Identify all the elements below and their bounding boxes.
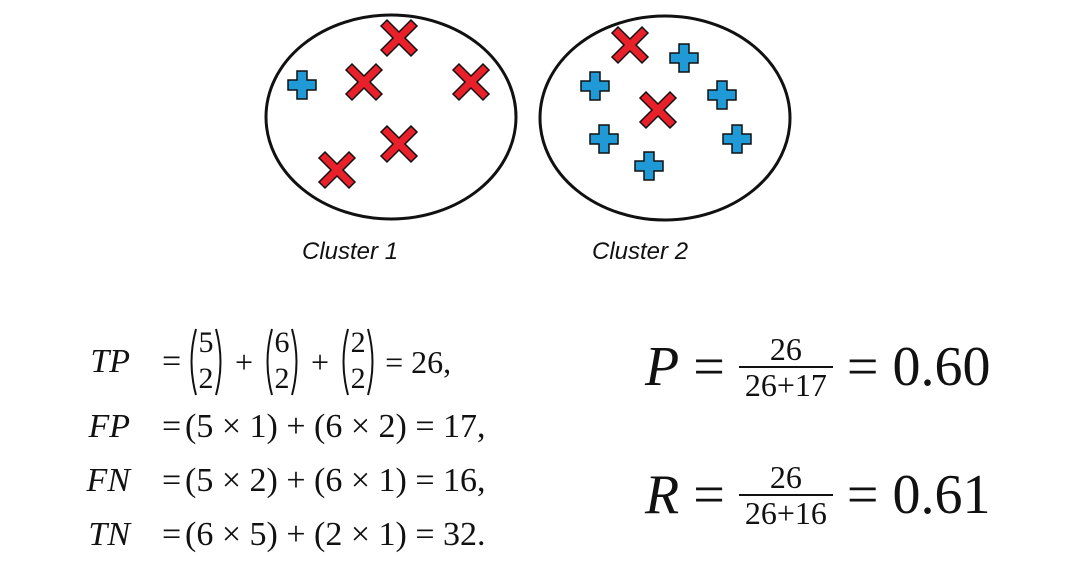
cluster-diagram: [264, 13, 792, 222]
cluster-1-cross-point: [318, 151, 356, 189]
tn-equals: =: [162, 516, 182, 553]
binomial-5-2: 5 2: [187, 327, 225, 397]
fp-equals: =: [162, 408, 182, 445]
cluster-2-plus-point: [634, 151, 664, 181]
binomial-2-2: 2 2: [339, 327, 377, 397]
cluster-1-plus-point: [287, 70, 317, 100]
cluster-1-label: Cluster 1: [302, 238, 399, 265]
cluster-2-plus-point: [722, 124, 752, 154]
cluster-1-cross-point: [452, 63, 490, 101]
recall-result: = 0.61: [846, 464, 991, 527]
tp-symbol: TP: [90, 343, 130, 380]
fp-symbol: FP: [88, 408, 130, 445]
cluster-2-cross-point: [639, 91, 677, 129]
cluster-2-plus-point: [580, 71, 610, 101]
cluster-2-cross-point: [611, 26, 649, 64]
recall-symbol: R: [645, 464, 680, 527]
recall-denominator: 26+16: [738, 494, 833, 530]
cluster-2-plus-point: [707, 80, 737, 110]
fn-symbol: FN: [86, 462, 130, 499]
binomial-bottom: 2: [350, 362, 366, 395]
cluster-1-boundary: [264, 13, 518, 221]
fn-equals: =: [162, 462, 182, 499]
precision-denominator: 26+17: [738, 366, 833, 402]
cluster-1-cross-point: [345, 63, 383, 101]
tn-expression: (6 × 5) + (2 × 1) = 32.: [185, 516, 486, 553]
precision-numerator: 26: [769, 331, 802, 368]
cluster-1-cross-point: [380, 125, 418, 163]
cluster-1-cross-point: [380, 19, 418, 57]
recall-numerator: 26: [769, 459, 802, 496]
cluster-2-plus-point: [669, 43, 699, 73]
binomial-top: 5: [198, 326, 214, 359]
tp-equals: =: [162, 343, 182, 380]
tn-symbol: TN: [88, 516, 130, 553]
precision-symbol: P: [645, 336, 680, 399]
binomial-bottom: 2: [198, 362, 214, 395]
cluster-2-label: Cluster 2: [592, 238, 689, 265]
binomial-6-2: 6 2: [263, 327, 301, 397]
recall-equals: =: [693, 464, 725, 527]
cluster-2-plus-point: [589, 124, 619, 154]
cluster-2-boundary: [538, 14, 792, 222]
binomial-bottom: 2: [274, 362, 290, 395]
binomial-top: 6: [274, 326, 290, 359]
precision-equals: =: [693, 336, 725, 399]
binomial-top: 2: [350, 326, 366, 359]
plus-operator: +: [235, 343, 254, 380]
plus-operator: +: [311, 343, 330, 380]
fn-expression: (5 × 2) + (6 × 1) = 16,: [185, 462, 486, 499]
fp-expression: (5 × 1) + (6 × 2) = 17,: [185, 408, 486, 445]
precision-result: = 0.60: [846, 336, 991, 399]
tp-result: = 26,: [385, 343, 452, 380]
